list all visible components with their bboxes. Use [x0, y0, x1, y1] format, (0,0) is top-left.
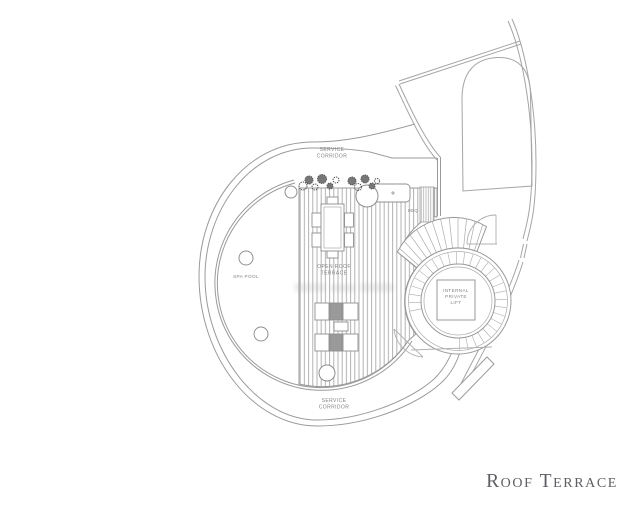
lift-shaft	[436, 279, 476, 321]
columns	[238, 184, 379, 382]
outer-spiral-wall	[198, 123, 469, 427]
label-service-corridor-bottom-1: SERVICE	[322, 398, 347, 404]
side-table	[333, 321, 349, 332]
label-service-corridor-bottom-2: CORRIDOR	[319, 405, 349, 411]
arched-panel	[461, 56, 533, 192]
label-service-corridor-top-2: CORRIDOR	[317, 154, 347, 160]
sun-loungers	[314, 302, 359, 352]
label-service-corridor-top-1: SERVICE	[320, 147, 345, 153]
bench	[451, 356, 495, 401]
watermark	[294, 283, 394, 292]
sheet-title: Roof Terrace	[486, 471, 618, 492]
dining-table-set	[311, 196, 354, 259]
door-swings	[393, 214, 497, 358]
lift-label-line2: PRIVATE	[445, 294, 467, 299]
label-spa-pool: SPA POOL	[233, 274, 259, 279]
stair-treads	[408, 251, 508, 351]
label-open-roof-terrace-1: OPEN ROOF	[317, 264, 351, 270]
lift-label-line1: INTERNAL	[443, 288, 469, 293]
inner-courtyard-wall	[214, 179, 413, 391]
fan-treads	[399, 217, 484, 266]
label-open-roof-terrace-2: TERRACE	[321, 271, 348, 277]
vent-grille	[419, 186, 435, 223]
sail-canopy	[395, 40, 522, 161]
label-bbq: BBQ	[408, 208, 418, 213]
planting	[298, 174, 380, 191]
spiral-stair: INTERNAL PRIVATE LIFT	[404, 247, 512, 355]
lift-label-line3: LIFT	[450, 300, 461, 305]
